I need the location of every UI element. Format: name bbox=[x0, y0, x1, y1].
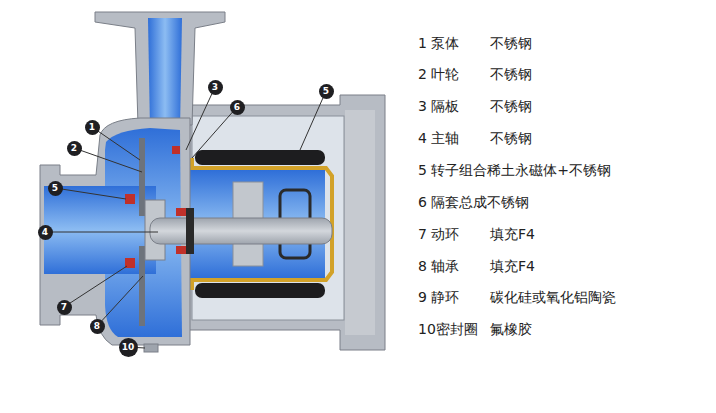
parts-list-cell: 3 隔板 bbox=[418, 97, 459, 115]
parts-list-cell: 6 隔套总成不锈钢 bbox=[418, 193, 529, 211]
parts-list-cell: 碳化硅或氧化铝陶瓷 bbox=[490, 288, 616, 306]
parts-list-cell: 1 泵体 bbox=[418, 34, 459, 52]
parts-list-cell: 不锈钢 bbox=[490, 97, 532, 115]
parts-list-cell: 不锈钢 bbox=[490, 34, 532, 52]
parts-list-cell: 不锈钢 bbox=[490, 65, 532, 83]
callout-number: 8 bbox=[90, 319, 105, 334]
callout-text: 4 bbox=[38, 225, 53, 240]
callout-number: 2 bbox=[67, 141, 82, 156]
callout-text: 8 bbox=[90, 319, 105, 334]
callout-number: 3 bbox=[208, 80, 223, 95]
callout-number: 5 bbox=[319, 84, 334, 99]
parts-list-cell: 填充F4 bbox=[490, 257, 535, 275]
parts-list-cell: 填充F4 bbox=[490, 225, 535, 243]
parts-list-cell: 4 主轴 bbox=[418, 129, 459, 147]
parts-list-cell: 8 轴承 bbox=[418, 257, 459, 275]
callout-text: 3 bbox=[208, 80, 223, 95]
parts-list-cell: 氟橡胶 bbox=[490, 320, 532, 338]
callout-text: 2 bbox=[67, 141, 82, 156]
callout-text: 6 bbox=[230, 100, 245, 115]
pump-drawing bbox=[40, 12, 385, 352]
parts-list-cell: 不锈钢 bbox=[490, 129, 532, 147]
parts-list-cell: 5 转子组合稀土永磁体+不锈钢 bbox=[418, 161, 611, 179]
callout-number: 4 bbox=[38, 225, 53, 240]
leader-lines bbox=[45, 87, 326, 348]
callout-number: 1 bbox=[85, 120, 100, 135]
parts-list-cell: 10密封圈 bbox=[418, 320, 478, 338]
callout-text: 7 bbox=[57, 300, 72, 315]
parts-list-cell: 2 叶轮 bbox=[418, 65, 459, 83]
callout-text: 5 bbox=[48, 181, 63, 196]
parts-list-cell: 7 动环 bbox=[418, 225, 459, 243]
parts-list-cell: 9 静环 bbox=[418, 288, 459, 306]
callout-number: 7 bbox=[57, 300, 72, 315]
callout-text: 1 bbox=[85, 120, 100, 135]
callout-number: 6 bbox=[230, 100, 245, 115]
callout-number: 10 bbox=[119, 338, 138, 357]
callout-text: 10 bbox=[119, 338, 138, 357]
callout-text: 5 bbox=[319, 84, 334, 99]
callout-number: 5 bbox=[48, 181, 63, 196]
